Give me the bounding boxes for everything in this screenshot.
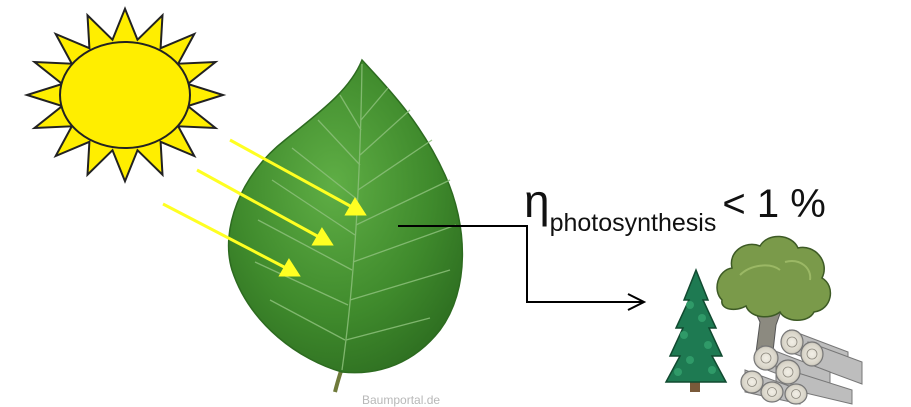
- eta-subscript: photosynthesis: [550, 209, 717, 237]
- sun-icon: [27, 9, 223, 181]
- efficiency-relation: < 1 %: [722, 182, 825, 226]
- image-credit: Baumportal.de: [362, 393, 440, 407]
- eta-symbol: η: [524, 175, 550, 227]
- trees-and-logs-icon: [666, 236, 862, 404]
- photosynthesis-efficiency-label: ηphotosynthesis< 1 %: [524, 178, 826, 224]
